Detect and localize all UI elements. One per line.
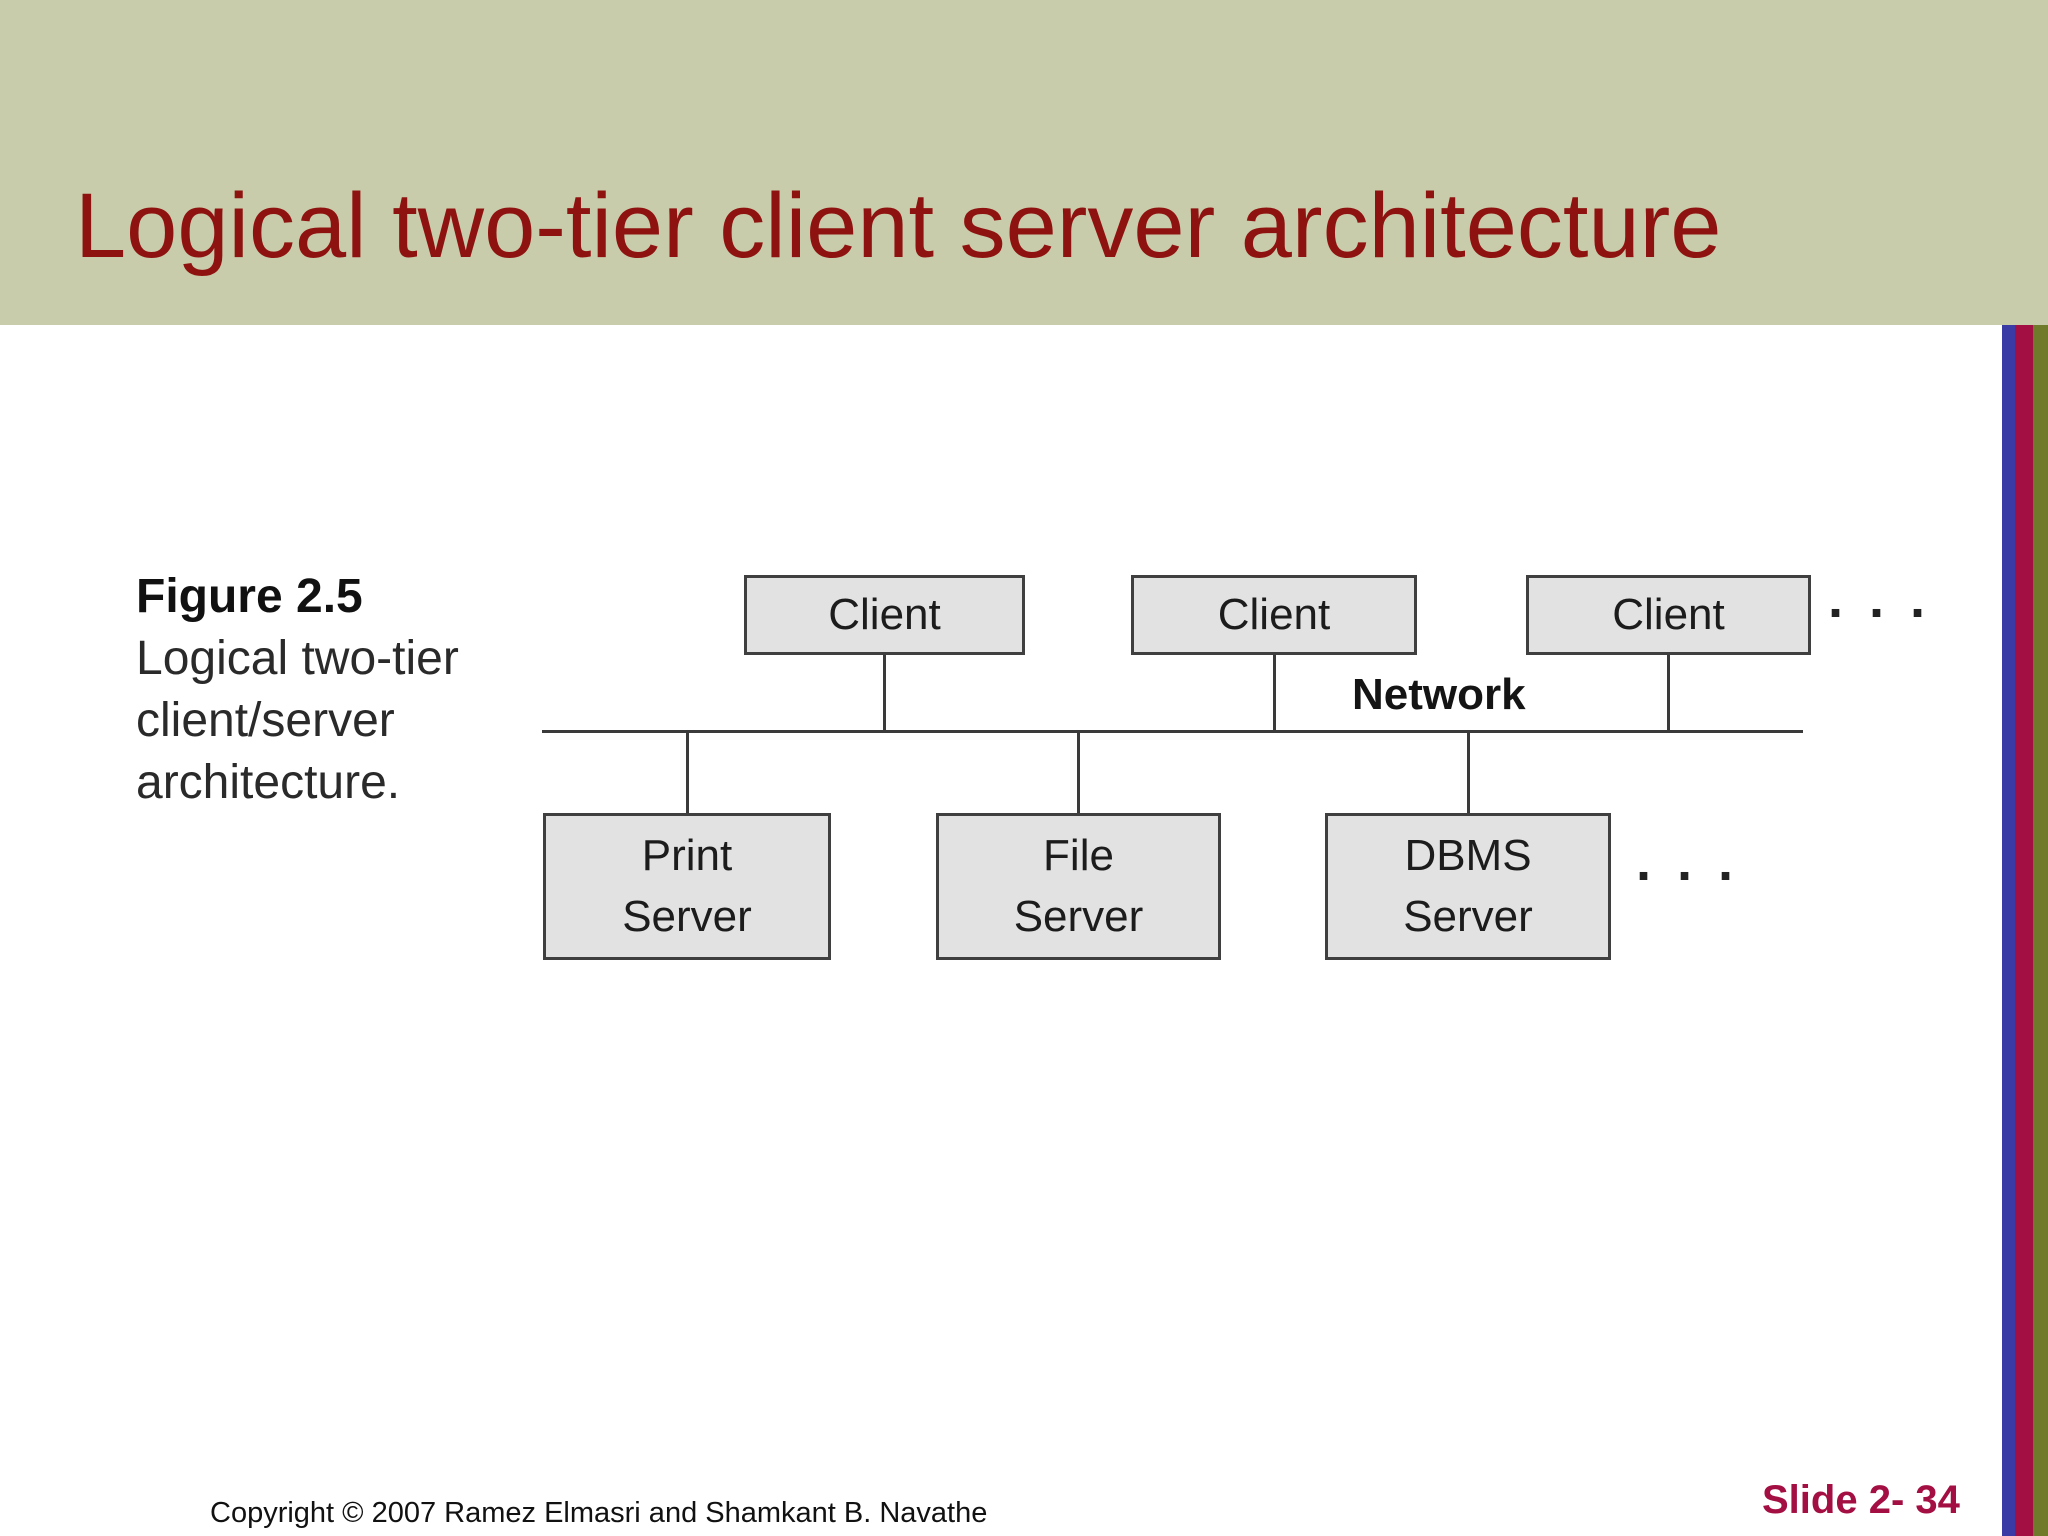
connector-client-3	[1667, 655, 1670, 733]
print-server-line1: Print	[641, 830, 733, 880]
client-box-3: Client	[1526, 575, 1811, 655]
dbms-server-line1: DBMS	[1404, 830, 1532, 880]
file-server-label: File Server	[1014, 826, 1144, 947]
slide-title: Logical two-tier client server architect…	[75, 175, 1722, 277]
figure-caption-line: architecture.	[136, 756, 401, 809]
client-box-3-label: Client	[1612, 590, 1725, 639]
client-box-1-label: Client	[828, 590, 941, 639]
header-band	[0, 0, 2048, 325]
accent-stripe-crimson	[2015, 325, 2033, 1536]
figure-caption-line: Logical two-tier	[136, 632, 459, 685]
file-server-line1: File	[1043, 830, 1114, 880]
print-server-label: Print Server	[622, 826, 752, 947]
footer-copyright: Copyright © 2007 Ramez Elmasri and Shamk…	[210, 1497, 988, 1529]
connector-print-server	[686, 731, 689, 815]
dbms-server-label: DBMS Server	[1403, 826, 1533, 947]
network-line	[542, 730, 1803, 733]
network-label: Network	[1352, 670, 1526, 719]
servers-ellipsis: · · ·	[1636, 846, 1740, 906]
figure-caption-line: client/server	[136, 694, 395, 747]
accent-stripe-olive	[2033, 325, 2048, 1536]
client-box-1: Client	[744, 575, 1025, 655]
print-server-line2: Server	[622, 891, 752, 941]
dbms-server-box: DBMS Server	[1325, 813, 1611, 960]
connector-file-server	[1077, 731, 1080, 815]
dbms-server-line2: Server	[1403, 891, 1533, 941]
connector-dbms-server	[1467, 731, 1470, 815]
print-server-box: Print Server	[543, 813, 831, 960]
accent-stripe-blue	[2002, 325, 2015, 1536]
figure-caption: Figure 2.5 Logical two-tier client/serve…	[136, 566, 476, 814]
client-box-2: Client	[1131, 575, 1417, 655]
connector-client-1	[883, 655, 886, 733]
figure-caption-title: Figure 2.5	[136, 570, 363, 623]
connector-client-2	[1273, 655, 1276, 733]
file-server-box: File Server	[936, 813, 1221, 960]
client-box-2-label: Client	[1217, 590, 1331, 639]
file-server-line2: Server	[1013, 891, 1144, 941]
footer-slide-number: Slide 2- 34	[1762, 1478, 1960, 1522]
clients-ellipsis: · · ·	[1828, 583, 1932, 643]
